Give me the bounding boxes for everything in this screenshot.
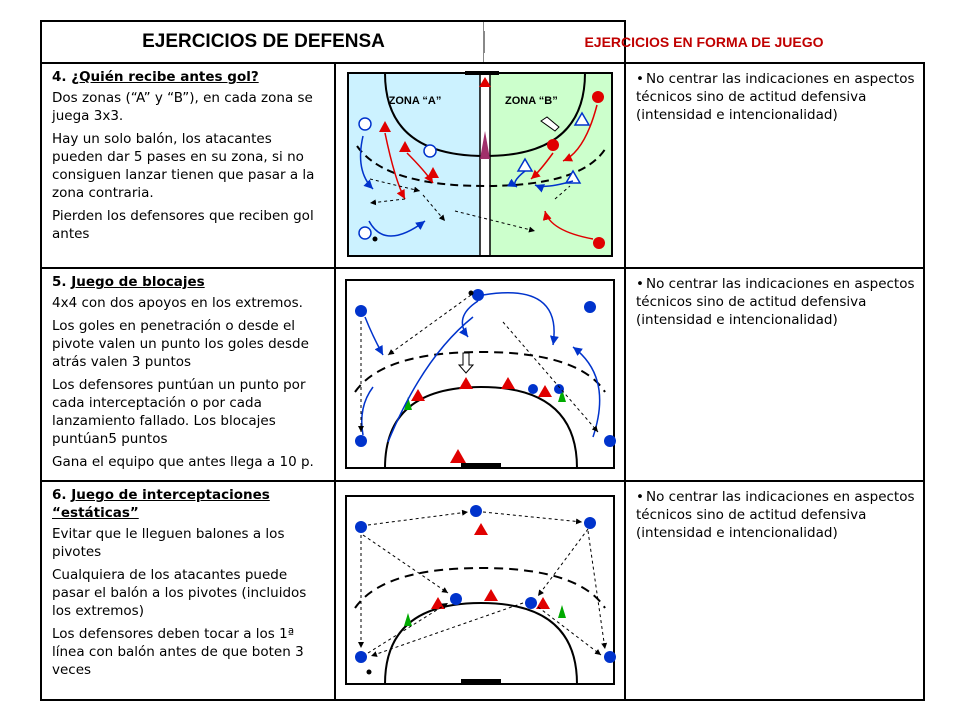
zone-a-label: ZONA “A” <box>389 95 442 107</box>
defender-marker <box>399 140 411 152</box>
attacker-marker <box>358 225 372 240</box>
bullet-icon: • <box>636 276 644 292</box>
attacker-marker <box>471 289 484 301</box>
pivot-marker <box>449 593 462 605</box>
court-diagram-blocks <box>344 279 616 469</box>
attacker-marker <box>354 305 367 317</box>
nine-meter-line <box>356 144 608 187</box>
exercise-title: ¿Quién recibe antes gol? <box>71 69 259 85</box>
attacker-marker <box>354 521 367 533</box>
pivot-marker <box>524 597 537 609</box>
note-cell: •No centrar las indicaciones en aspectos… <box>624 267 925 482</box>
diagram-cell <box>334 267 626 482</box>
exercise-paragraph: Pierden los defensores que reciben gol a… <box>52 208 314 242</box>
support-marker <box>557 605 566 618</box>
exercise-row-4: 4. ¿Quién recibe antes gol? Dos zonas (“… <box>40 62 925 269</box>
exercise-paragraph: Los defensores puntúan un punto por cada… <box>52 377 306 447</box>
exercise-description: 6. Juego de interceptaciones “estáticas”… <box>40 480 336 701</box>
support-marker <box>403 613 412 626</box>
attacker-marker <box>573 111 591 126</box>
ball <box>366 669 371 675</box>
zone-a-area <box>348 72 480 256</box>
zone-b-label: ZONA “B” <box>505 95 558 107</box>
defender-marker <box>592 90 604 103</box>
goal <box>460 463 501 469</box>
six-meter-line <box>383 601 578 685</box>
ball <box>372 236 378 241</box>
attacker-marker <box>583 517 596 529</box>
exercise-row-6: 6. Juego de interceptaciones “estáticas”… <box>40 480 925 701</box>
attacker-marker <box>469 505 482 517</box>
attacker-marker <box>354 651 367 663</box>
exercise-number: 4. <box>52 69 67 85</box>
header-right-text: EJERCICIOS EN FORMA DE JUEGO <box>483 22 924 62</box>
defender-marker <box>379 120 391 132</box>
bullet-icon: • <box>636 489 644 505</box>
defender-marker <box>537 385 552 397</box>
bullet-icon: • <box>636 71 644 87</box>
diagram-cell: ZONA “A” ZONA “B” <box>334 62 626 269</box>
exercise-paragraph: Gana el equipo que antes llega a 10 p. <box>52 454 314 470</box>
zone-b-area <box>490 72 612 256</box>
attacker-marker <box>603 435 616 447</box>
pivot-marker <box>480 130 490 159</box>
exercise-description: 5. Juego de blocajes 4x4 con dos apoyos … <box>40 267 336 482</box>
ball <box>468 290 473 296</box>
note-cell: •No centrar las indicaciones en aspectos… <box>624 62 925 269</box>
attacker-marker <box>603 651 616 663</box>
nine-meter-line <box>353 350 606 393</box>
exercise-table: EJERCICIOS DE DEFENSA 4. ¿Quién recibe a… <box>40 20 925 701</box>
note-text: No centrar las indicaciones en aspectos … <box>636 489 915 541</box>
exercise-paragraph: Hay un solo balón, los atacantes pueden … <box>52 131 315 201</box>
attacker-marker <box>583 301 596 313</box>
block-arrow-icon <box>457 352 474 374</box>
attacker-marker <box>358 116 372 131</box>
exercise-paragraph: Evitar que le lleguen balones a los pivo… <box>52 526 285 560</box>
nine-meter-line <box>353 566 606 609</box>
diagram-cell <box>334 480 626 701</box>
note-text: No centrar las indicaciones en aspectos … <box>636 71 915 123</box>
header-left: EJERCICIOS DE DEFENSA <box>40 20 626 64</box>
attacker-marker <box>423 143 437 158</box>
exercise-paragraph: Cualquiera de los atacantes puede pasar … <box>52 567 307 619</box>
defender-marker <box>500 377 515 389</box>
defender-marker <box>593 236 605 249</box>
defender-marker <box>547 138 559 151</box>
attacker-marker <box>564 169 582 184</box>
defender-marker <box>410 389 425 401</box>
six-meter-line <box>383 385 578 469</box>
note-cell: •No centrar las indicaciones en aspectos… <box>624 480 925 701</box>
exercise-paragraph: 4x4 con dos apoyos en los extremos. <box>52 295 303 311</box>
support-marker <box>557 389 566 402</box>
support-marker <box>403 397 412 410</box>
defender-marker <box>535 597 550 609</box>
exercise-number: 5. <box>52 274 67 290</box>
exercise-description: 4. ¿Quién recibe antes gol? Dos zonas (“… <box>40 62 336 269</box>
exercise-paragraph: Dos zonas (“A” y “B”), en cada zona se j… <box>52 90 313 124</box>
note-text: No centrar las indicaciones en aspectos … <box>636 276 915 328</box>
exercise-title: Juego de blocajes <box>71 274 205 290</box>
exercise-title: Juego de interceptaciones “estáticas” <box>52 487 270 521</box>
court-diagram-zones: ZONA “A” ZONA “B” <box>347 70 613 257</box>
header-left-text: EJERCICIOS DE DEFENSA <box>44 31 485 53</box>
exercise-row-5: 5. Juego de blocajes 4x4 con dos apoyos … <box>40 267 925 482</box>
header-row: EJERCICIOS DE DEFENSA <box>40 20 924 64</box>
exercise-number: 6. <box>52 487 67 503</box>
exercise-paragraph: Los goles en penetración o desde el pivo… <box>52 318 309 370</box>
goal <box>465 70 499 75</box>
defender-marker <box>458 377 473 389</box>
goal <box>460 679 501 685</box>
defender-marker <box>473 523 488 535</box>
defender-marker <box>483 589 498 601</box>
defender-marker <box>449 449 466 463</box>
exercise-paragraph: Los defensores deben tocar a los 1ª líne… <box>52 626 304 678</box>
court-diagram-interceptions <box>344 495 616 685</box>
attacker-marker <box>354 435 367 447</box>
